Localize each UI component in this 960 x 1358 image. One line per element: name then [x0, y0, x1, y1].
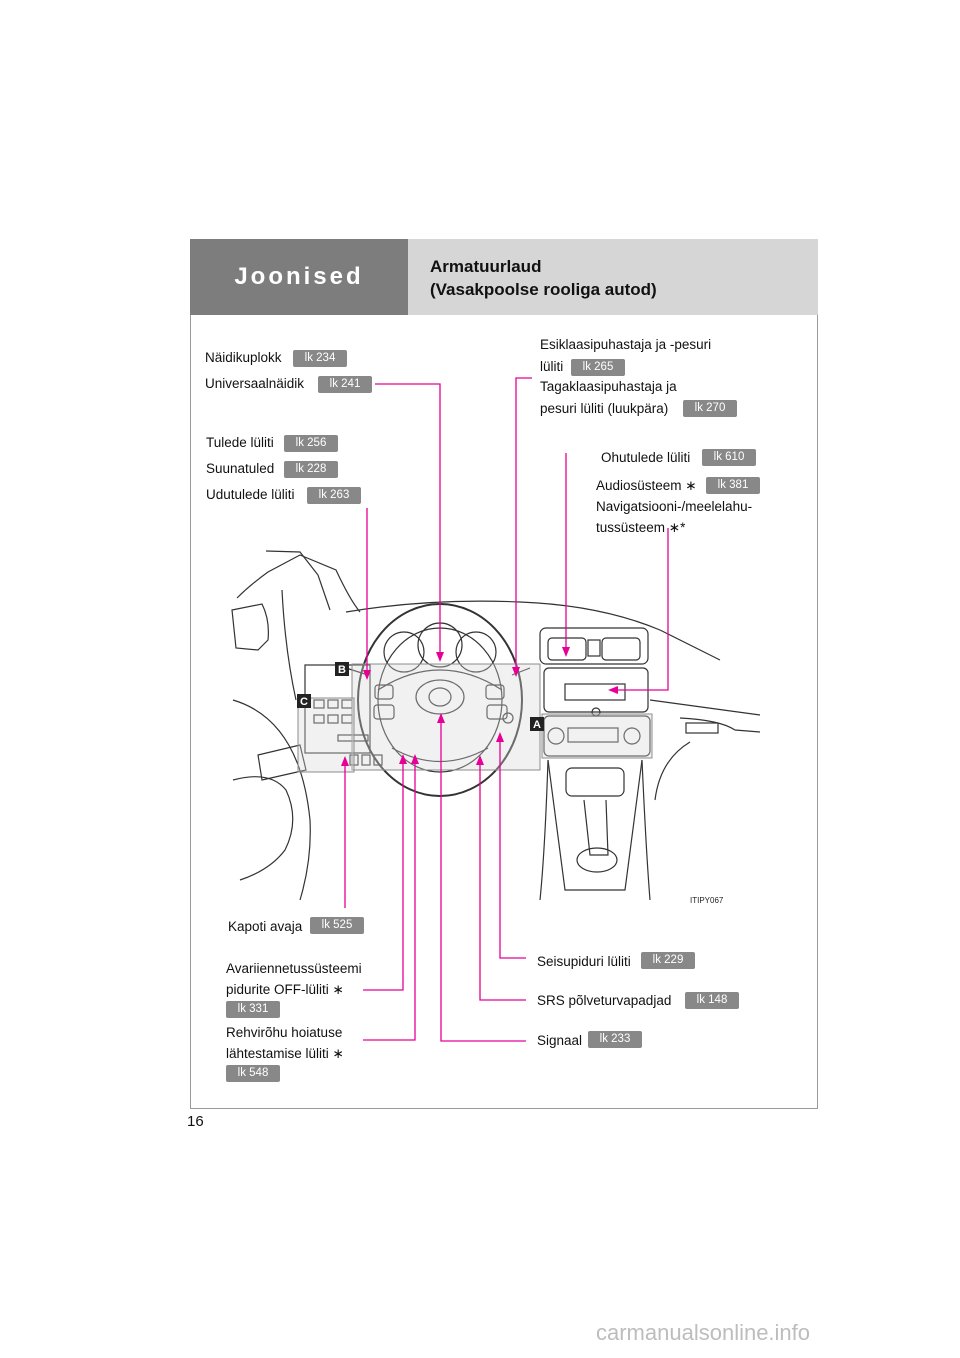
ref-seisupiduri: lk 229 [641, 952, 695, 969]
page-title: Armatuurlaud (Vasakpoolse rooliga autod) [408, 239, 818, 315]
ref-audiosusteem: lk 381 [706, 477, 760, 494]
label-universaalnaidik: Universaalnäidik [205, 376, 305, 391]
label-suunatuled: Suunatuled [206, 461, 275, 476]
title-line-1: Armatuurlaud [430, 257, 542, 276]
ref-universaalnaidik: lk 241 [318, 376, 372, 393]
dashboard-drawing [231, 550, 761, 901]
label-rehvirohu-1: Rehvirõhu hoiatuse [226, 1025, 343, 1040]
ref-avarii: lk 331 [226, 1001, 280, 1018]
section-tab: Joonised [190, 239, 408, 315]
ref-suunatuled: lk 228 [284, 461, 338, 478]
label-esiklaas-2: lüliti [540, 359, 564, 374]
ref-naidikuplokk: lk 234 [293, 350, 347, 367]
label-naidikuplokk: Näidikuplokk [205, 350, 282, 365]
ref-tagaklaas: lk 270 [683, 400, 737, 417]
title-line-2: (Vasakpoolse rooliga autod) [430, 280, 657, 299]
label-avarii-2: pidurite OFF-lüliti ∗ [226, 982, 344, 997]
ref-signaal: lk 233 [588, 1031, 642, 1048]
ref-ohutulede: lk 610 [702, 449, 756, 466]
label-tagaklaas-1: Tagaklaasipuhastaja ja [540, 379, 677, 394]
ref-srs: lk 148 [685, 992, 739, 1009]
watermark: carmanualsonline.info [596, 1320, 811, 1345]
label-kapoti-avaja: Kapoti avaja [228, 919, 303, 934]
page-number: 16 [187, 1113, 204, 1130]
label-navigatsiooni-1: Navigatsiooni-/meelelahu- [596, 499, 753, 514]
zone-b-box [351, 663, 541, 771]
label-signaal: Signaal [537, 1033, 583, 1048]
ref-esiklaas: lk 265 [571, 359, 625, 376]
label-seisupiduri: Seisupiduri lüliti [537, 954, 631, 969]
label-navigatsiooni-2: tussüsteem ∗* [596, 520, 686, 535]
leader-lines [344, 377, 669, 1042]
marker-a [530, 717, 544, 731]
label-srs: SRS põlveturvapadjad [537, 993, 672, 1008]
label-ohutulede: Ohutulede lüliti [601, 450, 691, 465]
ref-udutulede: lk 263 [307, 487, 361, 504]
label-esiklaas-1: Esiklaasipuhastaja ja -pesuri [540, 337, 712, 352]
label-audiosusteem: Audiosüsteem ∗ [596, 478, 697, 493]
label-avarii-1: Avariiennetussüsteemi [226, 961, 362, 976]
marker-b [335, 662, 349, 676]
label-tulede-luliti: Tulede lüliti [206, 435, 274, 450]
marker-a-label: A [533, 719, 541, 731]
zone-a-box [541, 713, 653, 759]
label-udutulede: Udutulede lüliti [206, 487, 295, 502]
ref-tulede-luliti: lk 256 [284, 435, 338, 452]
image-code: ITIPY067 [690, 896, 724, 905]
marker-c-label: C [300, 696, 308, 708]
leader-arrowheads [341, 647, 618, 766]
marker-b-label: B [338, 664, 346, 676]
marker-c [297, 694, 311, 708]
ref-kapoti-avaja: lk 525 [310, 917, 364, 934]
label-rehvirohu-2: lähtestamise lüliti ∗ [226, 1046, 344, 1061]
ref-rehvirohu: lk 548 [226, 1065, 280, 1082]
label-tagaklaas-2: pesuri lüliti (luukpära) [540, 401, 669, 416]
